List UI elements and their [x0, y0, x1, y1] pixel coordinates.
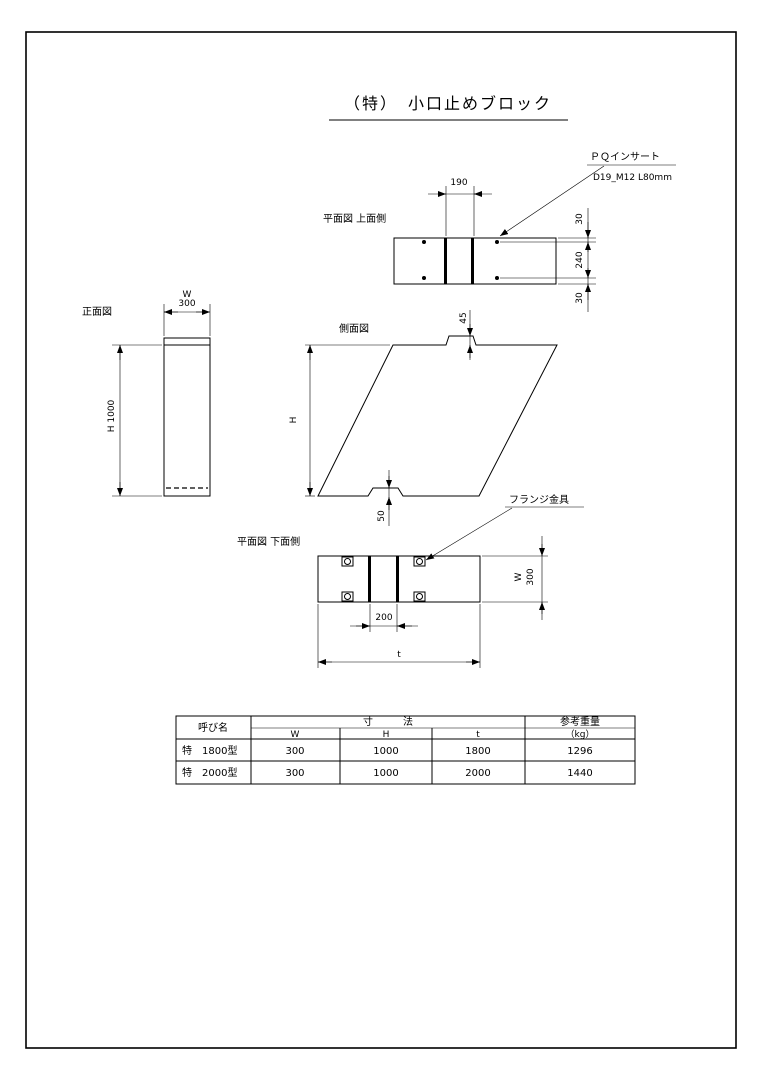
table-sub-h: H — [383, 730, 390, 740]
flange-callout: フランジ金具 — [509, 493, 569, 506]
plan-bottom-view: 平面図 下面側 フランジ金具 W 300 — [237, 493, 584, 668]
flange-fitting — [413, 591, 426, 602]
dim-bottom-w-label: W — [514, 572, 524, 581]
plan-bottom-slot-right — [396, 556, 399, 602]
table-header-unit: （kg） — [566, 729, 595, 740]
flange-leader — [425, 507, 513, 561]
dim-30-top: 30 — [575, 213, 585, 225]
plan-bottom-label: 平面図 下面側 — [237, 535, 300, 548]
plan-bottom-slot-left — [368, 556, 371, 602]
dim-bottom-w-300: 300 — [526, 568, 536, 585]
table-header-name: 呼び名 — [198, 721, 228, 734]
insert-leader — [499, 165, 605, 237]
dim-50: 50 — [377, 510, 387, 522]
table-cell-name: 特 1800型 — [182, 744, 237, 757]
flange-fitting — [413, 556, 426, 567]
front-view: 正面図 W 300 H 1000 — [82, 290, 211, 497]
plan-top-outline — [393, 237, 557, 285]
side-label: 側面図 — [339, 322, 369, 335]
table-cell-w: 300 — [285, 746, 304, 757]
drawing-border — [25, 31, 737, 1049]
dim-200: 200 — [375, 613, 392, 623]
dim-side-h: H — [289, 417, 299, 424]
table-cell-t: 2000 — [465, 768, 490, 779]
flange-fitting — [341, 556, 354, 567]
plan-top-label: 平面図 上面側 — [323, 212, 386, 225]
plan-top-slot-left — [444, 238, 447, 284]
table-row: 特 2000型 300 1000 2000 1440 — [182, 766, 593, 779]
dim-240: 240 — [575, 251, 585, 268]
insert-callout-spec: D19_M12 L80mm — [593, 173, 672, 183]
plan-top-view: 平面図 上面側 190 30 240 30 ＰＱインサート D19_M12 L8… — [323, 151, 676, 312]
front-label: 正面図 — [82, 306, 112, 318]
insert-dot — [422, 240, 426, 244]
front-outline — [163, 337, 211, 497]
drawing-title: （特） 小口止めブロック — [344, 94, 552, 113]
insert-dot — [495, 276, 499, 280]
table-cell-t: 1800 — [465, 746, 490, 757]
table-row: 特 1800型 300 1000 1800 1296 — [182, 744, 593, 757]
dim-45: 45 — [459, 312, 469, 323]
insert-callout-name: ＰＱインサート — [590, 151, 660, 163]
table-sub-t: t — [476, 730, 480, 740]
dim-190: 190 — [450, 178, 467, 188]
plan-top-slot-right — [471, 238, 474, 284]
spec-table: 呼び名 寸 法 参考重量 （kg） W H t 特 1800型 300 1000… — [175, 715, 636, 785]
table-cell-kg: 1440 — [567, 768, 592, 779]
table-header-weight: 参考重量 — [560, 715, 600, 728]
dim-w-300: 300 — [178, 299, 195, 309]
dim-30-bottom: 30 — [575, 292, 585, 304]
table-cell-name: 特 2000型 — [182, 766, 237, 779]
dim-h-1000: H 1000 — [107, 399, 117, 432]
insert-dot — [422, 276, 426, 280]
table-header-dims: 寸 法 — [363, 715, 413, 728]
side-outline — [317, 335, 558, 497]
dim-t: t — [397, 650, 401, 660]
side-view: 側面図 45 H 50 — [289, 310, 558, 526]
table-cell-w: 300 — [285, 768, 304, 779]
table-cell-kg: 1296 — [567, 746, 592, 757]
table-cell-h: 1000 — [373, 746, 398, 757]
insert-dot — [495, 240, 499, 244]
dim-w-label: W — [183, 290, 192, 300]
table-cell-h: 1000 — [373, 768, 398, 779]
flange-fitting — [341, 591, 354, 602]
table-sub-w: W — [291, 730, 300, 740]
